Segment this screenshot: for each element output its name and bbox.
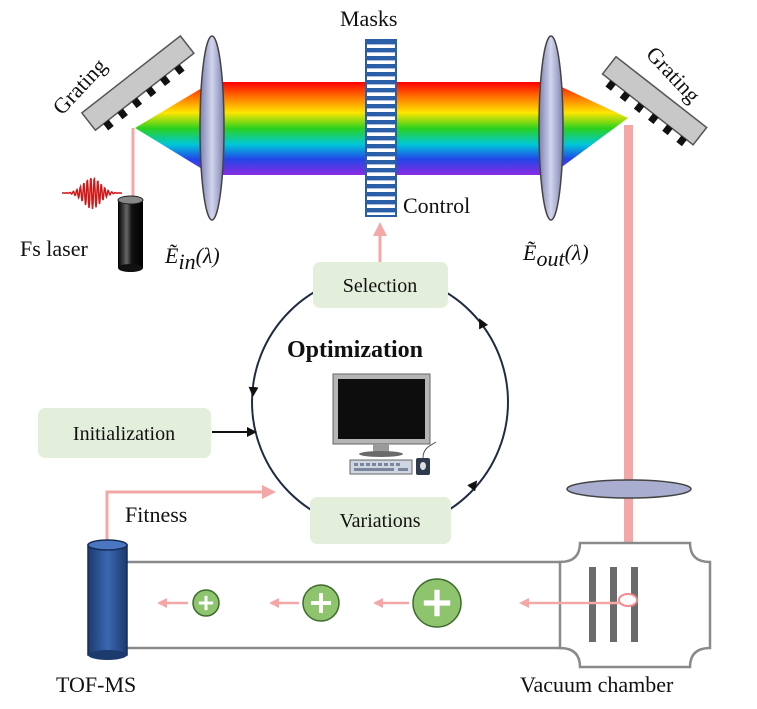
output-beam <box>624 125 633 595</box>
mask-pixel <box>366 104 396 109</box>
mask-pixel <box>366 88 396 93</box>
flight-tube <box>123 560 564 650</box>
ion-plus-vertical <box>204 595 208 611</box>
grating-left <box>80 34 195 132</box>
ion-plus-vertical <box>319 593 323 613</box>
spectrum-fan-right <box>551 82 628 175</box>
mask-pixel <box>366 80 396 85</box>
mask-pixel <box>366 96 396 101</box>
mask-pixel <box>366 184 396 189</box>
focusing-lens <box>566 479 692 499</box>
mask-pixel <box>366 56 396 61</box>
fitness-label: Fitness <box>125 502 187 527</box>
fitness-arrow <box>105 485 276 545</box>
laser-cylinder-icon <box>117 195 144 272</box>
mask-pixel <box>366 64 396 69</box>
mask-pixel <box>366 176 396 181</box>
focal-spot <box>618 593 638 607</box>
fs-laser-label: Fs laser <box>20 236 89 261</box>
mask-pixel <box>366 136 396 141</box>
lens-left <box>199 35 225 221</box>
selection-box: Selection <box>313 262 448 308</box>
tof-ms-detector <box>87 539 128 660</box>
optimization-title: Optimization <box>287 337 423 363</box>
mask-pixel <box>366 128 396 133</box>
mouse-icon <box>416 441 437 475</box>
mask-pixel <box>366 192 396 197</box>
mask-pixel <box>366 40 396 45</box>
spectrum-fan-left <box>135 82 212 175</box>
variations-box: Variations <box>310 497 451 544</box>
grating-right <box>601 55 708 147</box>
lens-right <box>538 35 564 221</box>
mask-pixel <box>366 200 396 205</box>
computer-monitor-icon <box>332 373 431 457</box>
mask-pixel <box>366 120 396 125</box>
keyboard-icon <box>349 459 413 475</box>
mask-pixel <box>366 112 396 117</box>
mask-pixel <box>366 168 396 173</box>
tof-ms-label: TOF-MS <box>56 672 136 697</box>
selection-label: Selection <box>343 275 417 297</box>
mask-pixel <box>366 160 396 165</box>
initialization-label: Initialization <box>73 423 175 445</box>
pulse-wave-icon <box>62 176 122 209</box>
e-in-label: Ẽin(λ) <box>164 243 220 274</box>
mask-pixel <box>366 152 396 157</box>
e-out-label: Ẽout(λ) <box>522 240 589 271</box>
mask-pixel <box>366 208 396 213</box>
mask-pixel <box>366 72 396 77</box>
mask-array <box>365 39 397 217</box>
mask-pixel <box>366 48 396 53</box>
mask-pixel <box>366 144 396 149</box>
control-label: Control <box>403 193 470 218</box>
variations-label: Variations <box>339 510 420 532</box>
ion-flight-path <box>157 578 620 628</box>
vacuum-chamber-label: Vacuum chamber <box>520 672 674 697</box>
masks-label: Masks <box>340 6 397 31</box>
initialization-box: Initialization <box>38 408 211 458</box>
ion-plus-vertical <box>434 589 440 617</box>
